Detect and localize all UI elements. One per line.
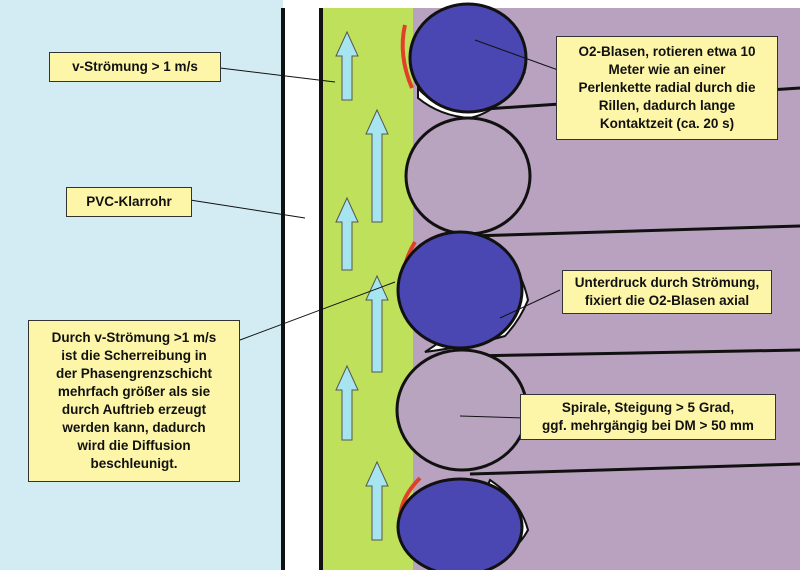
spiral-bubble (404, 116, 532, 236)
label-o2-blasen: O2-Blasen, rotieren etwa 10 Meter wie an… (556, 36, 778, 140)
leader-lines (189, 39, 561, 419)
label-scherreibung: Durch v-Strömung >1 m/s ist die Scherrei… (28, 320, 240, 482)
bubbles (395, 2, 532, 570)
flow-arrow-icon (365, 108, 389, 223)
leader-line (239, 281, 396, 341)
label-unterdruck: Unterdruck durch Strömung, fixiert die O… (562, 270, 772, 314)
flow-arrow-icon (335, 364, 359, 441)
clear-water-region (0, 0, 283, 570)
spiral-thread (469, 348, 800, 358)
flow-arrow-icon (365, 460, 389, 541)
phase-boundary (400, 24, 414, 89)
o2-bubble (408, 2, 528, 114)
flow-arrow-icon (335, 196, 359, 271)
flow-arrows (335, 30, 389, 541)
flow-arrow-icon (365, 274, 389, 373)
pipe-wall (283, 0, 321, 570)
leader-line (189, 199, 306, 219)
flow-arrow-icon (335, 30, 359, 101)
leader-line (219, 67, 336, 83)
leader-line (459, 415, 526, 419)
o2-bubble (396, 230, 524, 350)
label-v-stroemung: v-Strömung > 1 m/s (49, 52, 221, 82)
label-spirale: Spirale, Steigung > 5 Grad, ggf. mehrgän… (520, 394, 776, 440)
spiral-bubble (395, 348, 529, 472)
spiral-thread (469, 224, 800, 238)
label-pvc-klarrohr: PVC-Klarrohr (66, 187, 192, 217)
spiral-thread (469, 462, 800, 476)
leader-line (499, 289, 561, 319)
o2-bubble (396, 477, 524, 570)
leader-line (474, 39, 559, 71)
